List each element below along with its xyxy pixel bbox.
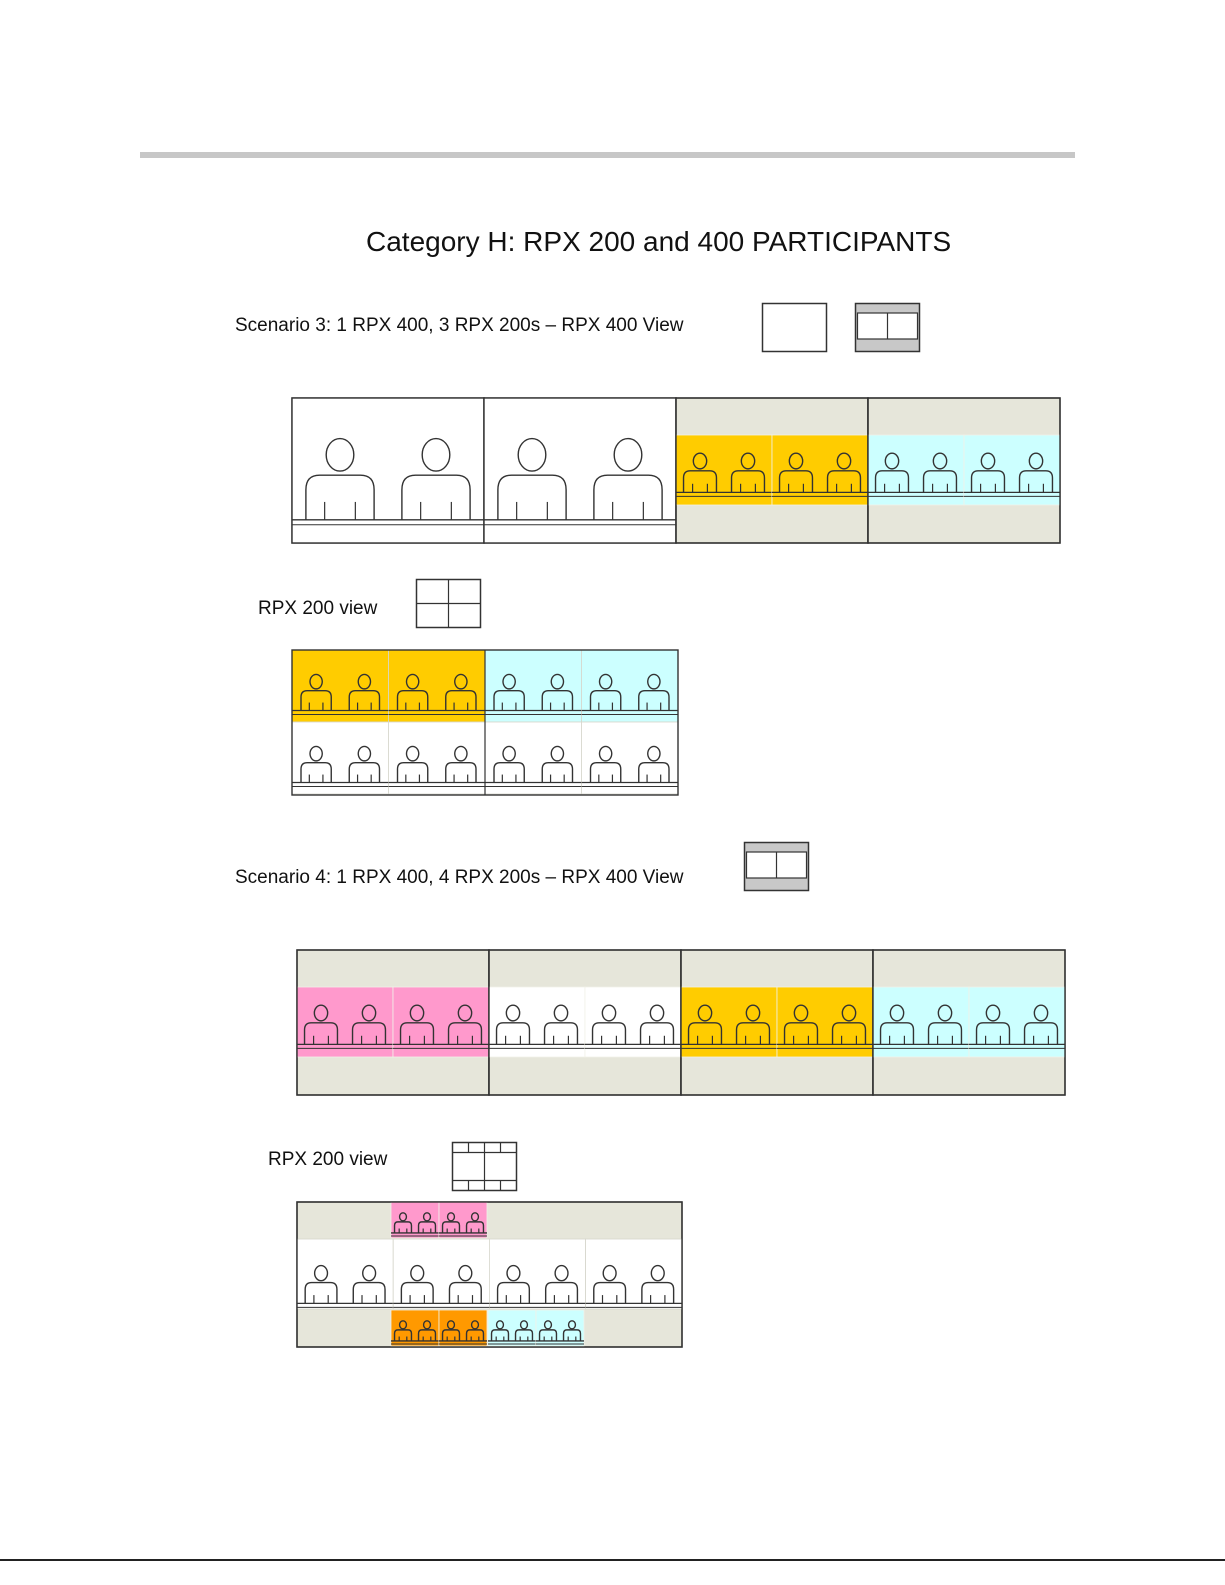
- split-screen-layout-icon: [742, 840, 812, 894]
- single-screen-layout-icon: [760, 301, 830, 355]
- video-tile: [393, 1239, 489, 1309]
- video-tile: [585, 987, 681, 1057]
- video-tile: [964, 435, 1060, 505]
- video-tile: [292, 722, 389, 794]
- scenario-4-rpx200-view: [296, 1201, 684, 1349]
- video-tile: [586, 1239, 682, 1309]
- scenario-4-rpx400-view: [296, 949, 1067, 1097]
- video-tile: [489, 987, 585, 1057]
- video-tile: [485, 722, 582, 794]
- scenario-4-label: Scenario 4: 1 RPX 400, 4 RPX 200s – RPX …: [235, 867, 684, 889]
- scenario-3-label: Scenario 3: 1 RPX 400, 3 RPX 200s – RPX …: [235, 315, 684, 337]
- quad-layout-icon: [414, 577, 484, 631]
- video-tile: [582, 650, 679, 722]
- scenario-3-rpx200-view: [291, 649, 680, 797]
- video-tile: [582, 722, 679, 794]
- video-tile: [488, 1310, 536, 1346]
- video-tile: [292, 650, 389, 722]
- header-rule: [140, 152, 1075, 158]
- video-tile: [297, 1239, 393, 1309]
- video-tile: [873, 987, 969, 1057]
- mixed-grid-layout-icon: [450, 1140, 520, 1194]
- split-screen-layout-icon: [853, 301, 923, 355]
- video-tile: [393, 987, 489, 1057]
- video-tile: [489, 1239, 585, 1309]
- video-tile: [969, 987, 1065, 1057]
- scenario-3-rpx400-view: [291, 397, 1062, 545]
- video-tile: [772, 435, 868, 505]
- video-tile: [868, 435, 964, 505]
- video-tile: [484, 398, 676, 543]
- video-tile: [439, 1202, 487, 1238]
- video-tile: [389, 722, 486, 794]
- video-tile: [777, 987, 873, 1057]
- scenario-3-rpx200-view-label: RPX 200 view: [258, 598, 377, 620]
- video-tile: [485, 650, 582, 722]
- video-tile: [391, 1310, 439, 1346]
- scenario-4-rpx200-view-label: RPX 200 view: [268, 1149, 387, 1171]
- video-tile: [297, 987, 393, 1057]
- video-tile: [391, 1202, 439, 1238]
- video-tile: [439, 1310, 487, 1346]
- video-tile: [676, 435, 772, 505]
- footer-rule: [0, 1559, 1225, 1561]
- video-tile: [292, 398, 484, 543]
- video-tile: [536, 1310, 584, 1346]
- page-title: Category H: RPX 200 and 400 PARTICIPANTS: [366, 226, 951, 258]
- video-tile: [389, 650, 486, 722]
- video-tile: [681, 987, 777, 1057]
